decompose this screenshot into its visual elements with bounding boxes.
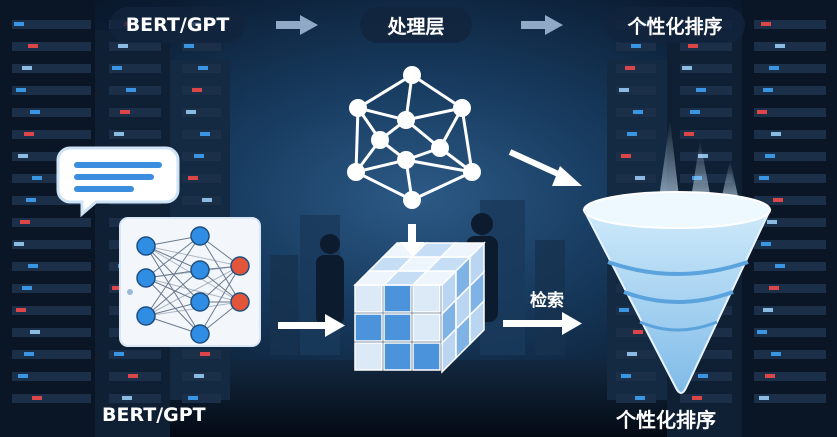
network-node	[190, 292, 210, 312]
cube-cell	[383, 284, 412, 313]
cube-cell	[412, 342, 441, 371]
network-node	[136, 306, 156, 326]
graph-node	[403, 191, 421, 209]
network-node	[190, 226, 210, 246]
arrow-diagonal-icon	[508, 149, 582, 186]
graph-node	[349, 99, 367, 117]
cube-side-cell	[469, 299, 485, 346]
graph-node	[397, 111, 415, 129]
network-node	[230, 256, 250, 276]
header-step-label: 处理层	[387, 15, 445, 38]
cube-cell	[383, 342, 412, 371]
graph-node	[347, 163, 365, 181]
cube-cell	[354, 284, 383, 313]
cube-cell	[412, 313, 441, 342]
graph-node	[403, 66, 421, 84]
graph-node	[371, 131, 389, 149]
arrow-right-icon	[278, 314, 345, 337]
retrieval-label: 检索	[530, 291, 564, 311]
header-step-bert-gpt: BERT/GPT	[110, 7, 245, 43]
arrow-down-icon	[400, 224, 424, 256]
network-node	[230, 292, 250, 312]
header-step-label: 个性化排序	[627, 15, 723, 38]
header-step-processing: 处理层	[360, 7, 472, 43]
ranking-label: 个性化排序	[616, 408, 716, 432]
cube-cell	[354, 313, 383, 342]
network-node	[190, 260, 210, 280]
graph-node	[431, 139, 449, 157]
cube-cell	[354, 342, 383, 371]
cube-cell	[383, 313, 412, 342]
network-node	[190, 324, 210, 344]
graph-node	[463, 163, 481, 181]
network-node	[136, 268, 156, 288]
model-label: BERT/GPT	[102, 404, 206, 426]
cube-cell	[412, 284, 441, 313]
graph-node	[453, 99, 471, 117]
header-step-label: BERT/GPT	[125, 14, 230, 36]
network-node	[136, 236, 156, 256]
graph-node	[397, 151, 415, 169]
header-step-ranking: 个性化排序	[605, 7, 745, 43]
arrow-right-icon	[503, 312, 582, 335]
